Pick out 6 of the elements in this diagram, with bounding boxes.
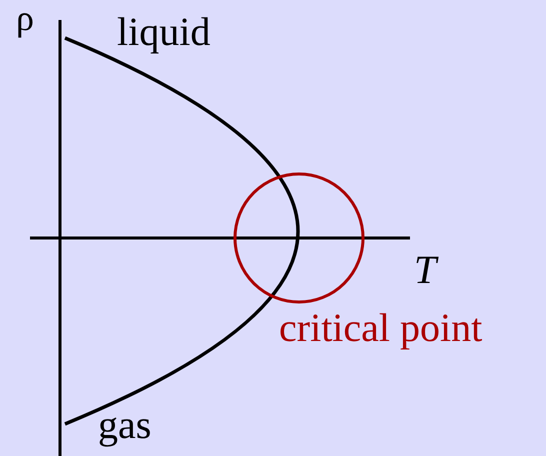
axis-label: liquid — [117, 12, 210, 52]
axis-label: ρ — [16, 0, 34, 36]
point-label: critical point — [279, 308, 482, 348]
axis-label: gas — [98, 405, 152, 445]
axis-label: T — [414, 250, 436, 290]
critical-point-circle — [232, 171, 366, 305]
